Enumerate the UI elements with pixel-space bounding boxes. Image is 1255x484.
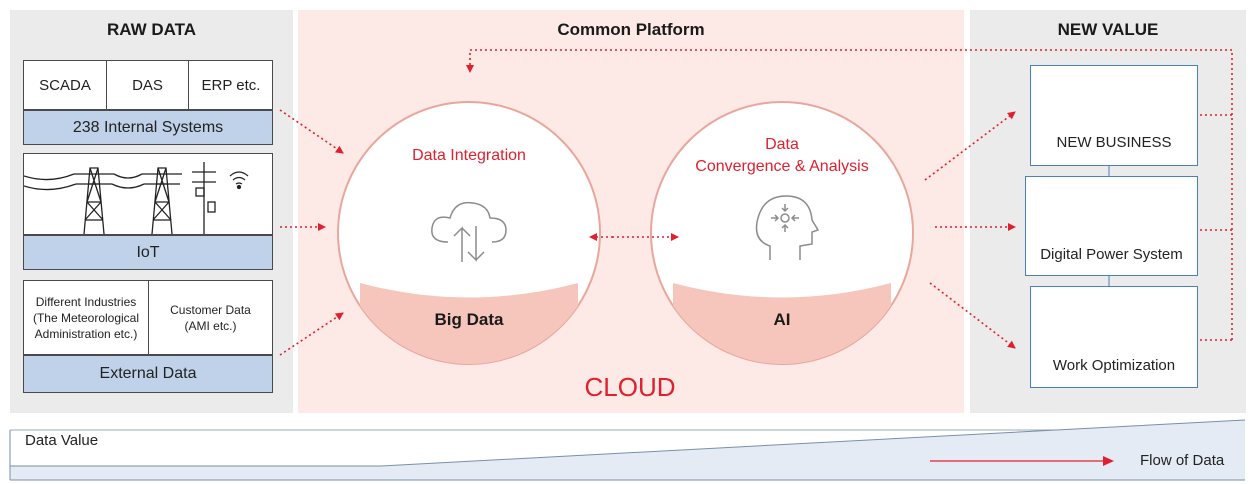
erp-cell: ERP etc. <box>201 76 261 94</box>
big-data-label: Big Data <box>434 310 504 329</box>
flow-arrow-work-optimization <box>929 282 1016 349</box>
flow-of-data-label: Flow of Data <box>1140 452 1225 469</box>
common-platform-header: Common Platform <box>557 20 705 39</box>
different-industries-cell: Different Industries (The Meteorological… <box>24 281 149 354</box>
iot-label: IoT <box>23 235 273 270</box>
scada-cell: SCADA <box>24 61 107 109</box>
work-optimization-box: Work Optimization <box>1030 286 1198 388</box>
data-integration-circle <box>337 101 601 365</box>
internal-systems-label: 238 Internal Systems <box>23 110 273 145</box>
ai-label: AI <box>773 310 791 329</box>
flow-arrow-new-business <box>924 111 1016 181</box>
data-integration-title: Data Integration <box>412 147 526 164</box>
new-value-header: NEW VALUE <box>1057 20 1159 39</box>
customer-data-cell: Customer Data (AMI etc.) <box>170 302 251 333</box>
das-cell: DAS <box>107 61 189 109</box>
work-optimization-label: Work Optimization <box>1052 357 1176 374</box>
new-business-label: NEW BUSINESS <box>1056 134 1172 151</box>
external-data-label: External Data <box>23 355 273 393</box>
new-business-box: NEW BUSINESS <box>1030 65 1198 166</box>
raw-data-header: RAW DATA <box>106 20 197 39</box>
iot-box <box>23 153 273 235</box>
data-convergence-title-line1: Data <box>765 136 799 153</box>
power-tower-illustration <box>24 162 249 235</box>
data-value-label: Data Value <box>25 432 99 449</box>
external-data-box: Different Industries (The Meteorological… <box>23 280 273 355</box>
cloud-sync-icon <box>431 201 507 262</box>
flow-arrow-external <box>279 312 344 356</box>
internal-systems-box: SCADA DAS ERP etc. <box>23 60 273 110</box>
brain-head-icon <box>755 195 820 260</box>
data-value-wedge <box>10 420 1245 480</box>
digital-power-system-label: Digital Power System <box>1040 246 1183 263</box>
flow-arrow-internal <box>279 109 344 154</box>
data-convergence-title-line2: Convergence & Analysis <box>695 158 869 175</box>
cloud-label: CLOUD <box>584 372 676 402</box>
digital-power-system-box: Digital Power System <box>1025 176 1198 276</box>
feedback-loop-arrow <box>470 49 1233 341</box>
